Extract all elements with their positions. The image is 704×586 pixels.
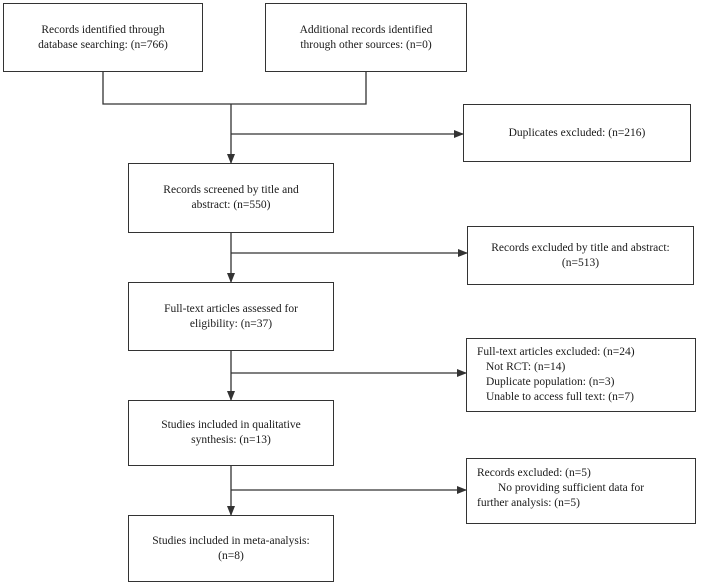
qualitative-synthesis-line-2: synthesis: (n=13) [191,434,271,446]
excluded-title-abstract-box: Records excluded by title and abstract: … [467,226,694,285]
merge-connector [102,72,367,105]
database-records-line-1: Records identified through [41,23,165,36]
duplicates-excluded-line-1: Duplicates excluded: (n=216) [508,126,646,139]
full-text-assessed-line-1: Full-text articles assessed for [164,302,298,315]
excluded-title-abstract-line-1: Records excluded by title and abstract: [491,241,670,254]
qualitative-synthesis-line-1: Studies included in qualitative [161,419,301,431]
exclusion-reason: Duplicate population: (n=3) [486,376,615,388]
full-text-assessed-box: Full-text articles assessed for eligibil… [128,282,334,351]
records-excluded-box: Records excluded: (n=5) No providing suf… [466,458,696,524]
exclusion-reason: Not RCT: (n=14) [486,361,566,373]
other-sources-line-1: Additional records identified [299,23,433,36]
database-records-box: Records identified through database sear… [3,3,203,72]
records-excluded-heading: Records excluded: (n=5) [477,467,591,479]
exclusion-reason: Unable to access full text: (n=7) [486,391,634,403]
full-text-excluded-heading: Full-text articles excluded: (n=24) [477,346,635,358]
records-screened-line-2: abstract: (n=550) [191,199,271,211]
full-text-assessed-line-2: eligibility: (n=37) [189,317,273,330]
meta-analysis-box: Studies included in meta-analysis: (n=8) [128,515,334,582]
qualitative-synthesis-box: Studies included in qualitative synthesi… [128,400,334,466]
records-screened-line-1: Records screened by title and [163,184,299,196]
duplicates-excluded-box: Duplicates excluded: (n=216) [463,104,691,162]
meta-analysis-line-2: (n=8) [218,549,244,562]
meta-analysis-line-1: Studies included in meta-analysis: [152,534,310,547]
records-excluded-reason: No providing sufficient data for [498,482,645,494]
other-sources-box: Additional records identified through ot… [265,3,467,72]
other-sources-line-2: through other sources: (n=0) [300,38,432,51]
full-text-excluded-box: Full-text articles excluded: (n=24) Not … [466,338,696,412]
records-excluded-reason: further analysis: (n=5) [477,497,580,509]
excluded-title-abstract-line-2: (n=513) [561,256,600,269]
records-screened-box: Records screened by title and abstract: … [128,163,334,233]
database-records-line-2: database searching: (n=766) [38,38,168,51]
